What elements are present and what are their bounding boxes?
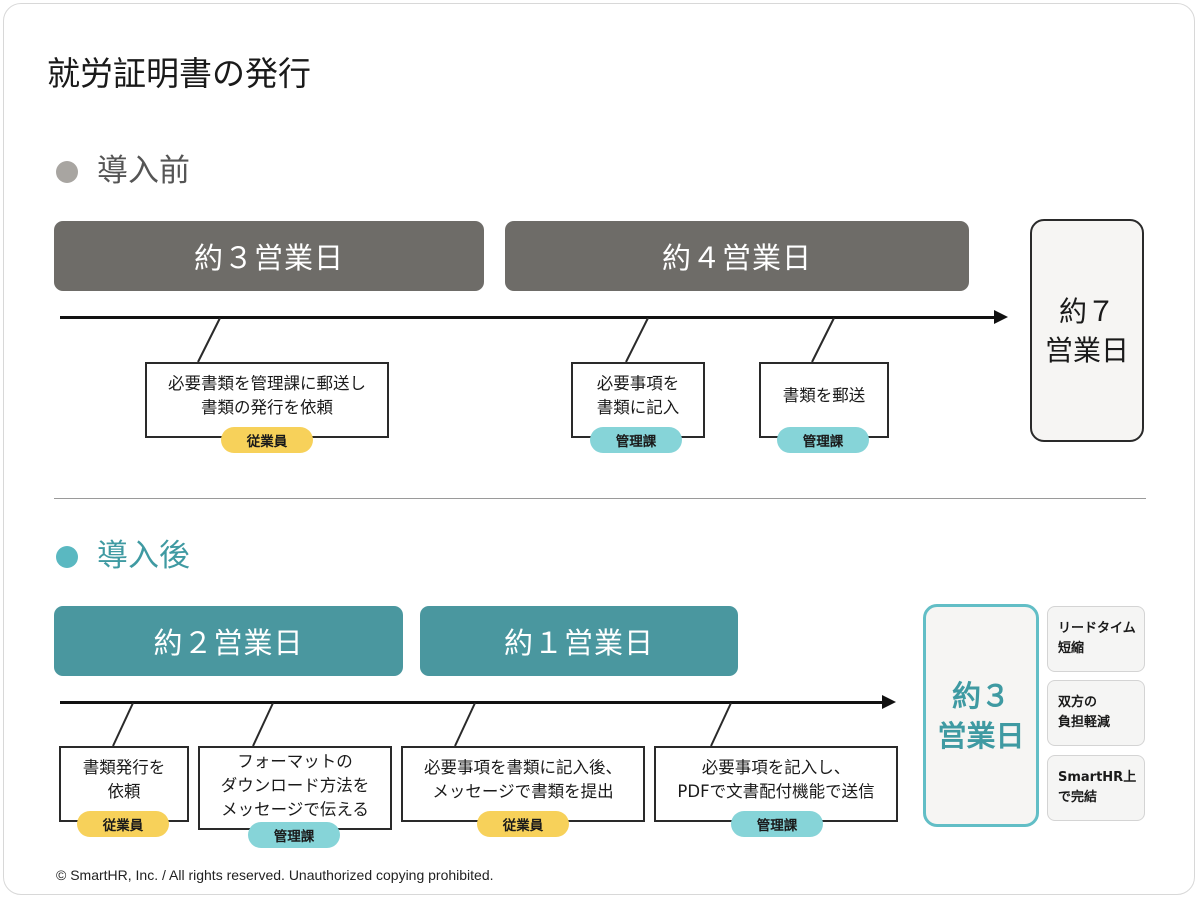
before-timeline bbox=[60, 316, 998, 319]
after-total-duration: 約３ 営業日 bbox=[923, 604, 1039, 827]
before-total-duration: 約７ 営業日 bbox=[1030, 219, 1144, 442]
before-section-heading: 導入前 bbox=[97, 153, 190, 189]
before-section-dot bbox=[56, 161, 78, 183]
after-step-4: 必要事項を記入し、 PDFで文書配付機能で送信 bbox=[654, 746, 898, 822]
before-duration-bar-1: 約３営業日 bbox=[54, 221, 484, 291]
copyright-notice: © SmartHR, Inc. / All rights reserved. U… bbox=[56, 867, 494, 883]
role-tag-admin: 管理課 bbox=[590, 427, 682, 453]
benefit-reduced-burden: 双方の 負担軽減 bbox=[1047, 680, 1145, 746]
after-duration-bar-2: 約１営業日 bbox=[420, 606, 738, 676]
after-section-dot bbox=[56, 546, 78, 568]
benefit-lead-time: リードタイム 短縮 bbox=[1047, 606, 1145, 672]
after-step-2: フォーマットの ダウンロード方法を メッセージで伝える bbox=[198, 746, 392, 830]
role-tag-admin: 管理課 bbox=[777, 427, 869, 453]
before-step-2: 必要事項を 書類に記入 bbox=[571, 362, 705, 438]
before-timeline-arrow-icon bbox=[994, 310, 1008, 324]
role-tag-employee: 従業員 bbox=[221, 427, 313, 453]
after-timeline-arrow-icon bbox=[882, 695, 896, 709]
benefit-smarthr-complete: SmartHR上 で完結 bbox=[1047, 755, 1145, 821]
role-tag-employee: 従業員 bbox=[477, 811, 569, 837]
page-title: 就労証明書の発行 bbox=[47, 54, 311, 93]
role-tag-admin: 管理課 bbox=[731, 811, 823, 837]
before-duration-bar-2: 約４営業日 bbox=[505, 221, 969, 291]
after-timeline bbox=[60, 701, 886, 704]
after-section-heading: 導入後 bbox=[97, 538, 190, 574]
role-tag-admin: 管理課 bbox=[248, 822, 340, 848]
after-step-3: 必要事項を書類に記入後、 メッセージで書類を提出 bbox=[401, 746, 645, 822]
role-tag-employee: 従業員 bbox=[77, 811, 169, 837]
section-divider bbox=[54, 498, 1146, 499]
after-duration-bar-1: 約２営業日 bbox=[54, 606, 403, 676]
before-step-3: 書類を郵送 bbox=[759, 362, 889, 438]
